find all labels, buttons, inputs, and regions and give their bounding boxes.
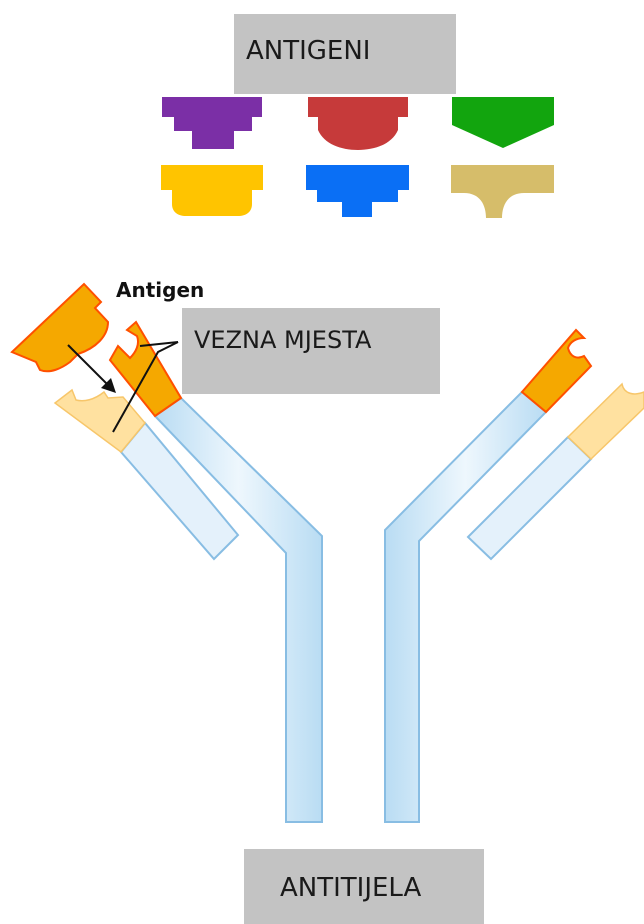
right-heavy-chain [384,390,548,823]
yellow-antigen [161,165,263,216]
right-binding-site [520,328,593,414]
antigens-title-box: ANTIGENI [234,14,456,94]
antibody-box: ANTITIJELA [244,849,484,924]
left-binding-site [108,320,183,418]
left-heavy-chain [153,396,323,823]
left-arm-faded [53,388,240,561]
binding-arrow [67,344,116,393]
blue-antigen [306,165,409,217]
green-antigen [452,97,554,148]
red-antigen [308,97,408,150]
antigens-title: ANTIGENI [246,36,371,66]
binding-site-pointers [112,341,179,433]
antibody-label: ANTITIJELA [280,873,422,903]
binding-sites-label: VEZNA MJESTA [194,326,372,354]
antibody [53,320,644,823]
antigen-shapes [161,97,554,218]
antigen-label: Antigen [116,278,205,302]
tan-antigen [451,165,554,218]
purple-antigen [162,97,262,149]
bound-antigen [10,282,110,373]
binding-sites-box: VEZNA MJESTA [182,308,440,394]
right-arm-faded [466,382,644,561]
